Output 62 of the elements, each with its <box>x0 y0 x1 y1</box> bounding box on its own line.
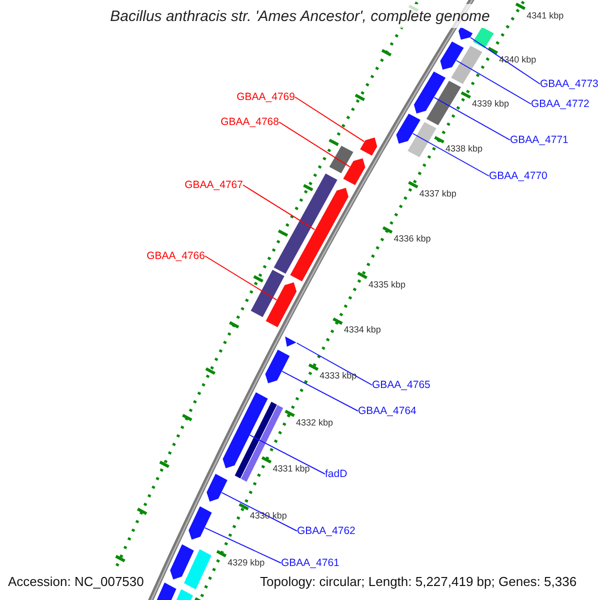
gene-label: GBAA_4768 <box>220 116 279 128</box>
gene-block <box>264 348 290 384</box>
gene-label: GBAA_4773 <box>540 78 598 90</box>
leader-line <box>412 133 490 176</box>
scale-label: 4331 kbp <box>272 464 310 475</box>
scale-label: 4339 kbp <box>472 98 510 110</box>
scale-label: 4338 kbp <box>445 144 482 155</box>
gene-label: GBAA_4767 <box>184 179 243 191</box>
gene-label: GBAA_4766 <box>146 250 205 262</box>
gene-block <box>472 26 495 49</box>
gene-block <box>265 282 298 328</box>
gene-block <box>206 472 228 502</box>
gene-block <box>169 543 195 580</box>
gene-label: GBAA_4772 <box>531 98 590 110</box>
gene-block <box>342 158 366 186</box>
scale-label: 4334 kbp <box>344 324 381 336</box>
leader-line <box>294 96 365 142</box>
gene-block <box>406 121 438 158</box>
gene-label: GBAA_4762 <box>297 525 356 537</box>
gene-label: GBAA_4761 <box>281 557 340 569</box>
leader-line <box>456 60 532 104</box>
leader-line <box>221 492 298 532</box>
gene-block <box>413 70 446 114</box>
gene-label: GBAA_4771 <box>510 134 568 146</box>
gene-label: GBAA_4769 <box>236 91 295 103</box>
gene-block <box>289 187 350 282</box>
gene-block <box>359 136 378 156</box>
gene-block <box>440 40 465 70</box>
gene-label: GBAA_4770 <box>489 170 548 182</box>
gene-block <box>328 144 354 174</box>
scale-label: 4330 kbp <box>250 510 287 522</box>
scale-label: 4341 kbp <box>526 10 564 22</box>
gene-block <box>426 80 462 126</box>
leader-line <box>249 434 326 474</box>
gene-label: GBAA_4765 <box>372 379 430 391</box>
gene-block <box>284 335 298 348</box>
genome-info-text: Topology: circular; Length: 5,227,419 bp; Genes: 5,336 <box>259 574 578 590</box>
gene-block <box>273 172 338 275</box>
scale-label: 4332 kbp <box>296 417 333 428</box>
scale-label: 4336 kbp <box>394 234 431 245</box>
leader-line <box>282 370 358 412</box>
scale-label: 4333 kbp <box>320 370 357 382</box>
gene-block <box>183 548 212 590</box>
gene-block <box>396 112 422 144</box>
leader-line <box>204 527 282 564</box>
gene-block <box>188 505 213 540</box>
scale-label: 4335 kbp <box>368 279 406 290</box>
gene-block <box>458 26 474 40</box>
gene-block <box>250 269 286 318</box>
leader-line <box>296 342 372 386</box>
gene-block <box>450 44 484 85</box>
scale-label: 4337 kbp <box>419 188 456 200</box>
gene-label: GBAA_4764 <box>358 405 416 417</box>
leader-line <box>470 37 540 84</box>
leader-line <box>204 256 278 300</box>
scale-label: 4329 kbp <box>228 557 265 568</box>
leader-line <box>242 184 316 230</box>
gene-block <box>222 392 269 469</box>
leader-line <box>278 122 350 168</box>
accession-text: Accession: NC_007530 <box>7 574 145 590</box>
gene-label: fadD <box>325 468 348 480</box>
leader-line <box>434 96 510 140</box>
